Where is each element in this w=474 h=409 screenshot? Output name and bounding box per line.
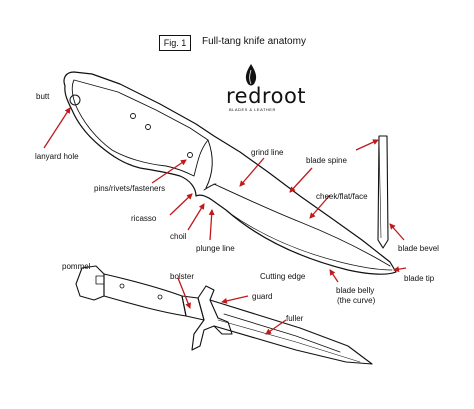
arrow-blade-belly <box>329 269 339 283</box>
brand-tagline: BLADES & LEATHER <box>229 107 276 112</box>
label-blade-bevel: blade bevel <box>398 244 439 253</box>
arrow-blade-bevel <box>389 223 405 241</box>
plunge-curve <box>203 183 217 191</box>
handle-scale-edge <box>71 79 209 177</box>
grip-pin-1 <box>119 283 125 289</box>
label-choil: choil <box>170 232 187 241</box>
arrow-choil <box>187 203 205 231</box>
edge-bevel <box>227 211 393 271</box>
blade-ridge <box>217 319 361 363</box>
arrow-plunge-line <box>208 209 215 241</box>
pommel-shape <box>75 265 105 301</box>
dagger <box>75 265 373 365</box>
brand-logo: redroot <box>226 84 307 108</box>
arrow-lanyard-hole <box>43 107 71 149</box>
pin-1 <box>130 113 136 119</box>
label-plunge-line: plunge line <box>196 244 235 253</box>
label-cheek: cheek/flat/face <box>316 192 368 201</box>
guard-shape <box>191 285 233 351</box>
arrow-pins <box>151 159 187 184</box>
label-pins: pins/rivets/fasteners <box>94 184 166 193</box>
arrow-blade-spine <box>289 167 313 193</box>
arrow-grind-line <box>239 157 265 187</box>
arrow-blade-tip-2 <box>393 266 407 273</box>
label-cutting-edge: Cutting edge <box>260 272 306 281</box>
flame-icon <box>245 64 257 86</box>
fuller-shape <box>223 313 341 353</box>
scale-front <box>205 139 213 189</box>
label-blade-belly: blade belly <box>336 286 375 295</box>
blade-cross-section <box>377 135 389 249</box>
pommel-tab <box>95 275 105 285</box>
grind-line <box>213 183 391 267</box>
pin-3 <box>187 152 193 158</box>
label-bolster: bolster <box>170 272 195 281</box>
arrow-cheek <box>309 194 331 219</box>
label-blade-spine: blade spine <box>306 156 347 165</box>
label-blade-tip: blade tip <box>404 274 435 283</box>
lanyard-hole-shape <box>69 94 81 106</box>
arrow-guard <box>221 295 249 304</box>
label-guard: guard <box>252 292 273 301</box>
grip-pin-2 <box>157 294 163 300</box>
label-fuller: fuller <box>286 314 304 323</box>
label-blade-belly-curve: (the curve) <box>337 296 376 305</box>
label-ricasso: ricasso <box>131 214 157 223</box>
arrow-fuller <box>265 319 287 335</box>
pointer-arrows <box>43 107 407 335</box>
arrow-ricasso <box>169 193 193 216</box>
figure-number: Fig. 1 <box>159 35 191 51</box>
arrow-blade-tip <box>355 139 379 151</box>
label-butt: butt <box>36 92 50 101</box>
label-lanyard-hole: lanyard hole <box>35 152 79 161</box>
label-pommel: pommel <box>62 262 91 271</box>
dagger-blade <box>209 299 373 365</box>
arrow-bolster <box>177 277 191 309</box>
label-grind-line: grind line <box>251 148 284 157</box>
figure-title: Full-tang knife anatomy <box>202 36 306 47</box>
pin-2 <box>145 124 151 130</box>
